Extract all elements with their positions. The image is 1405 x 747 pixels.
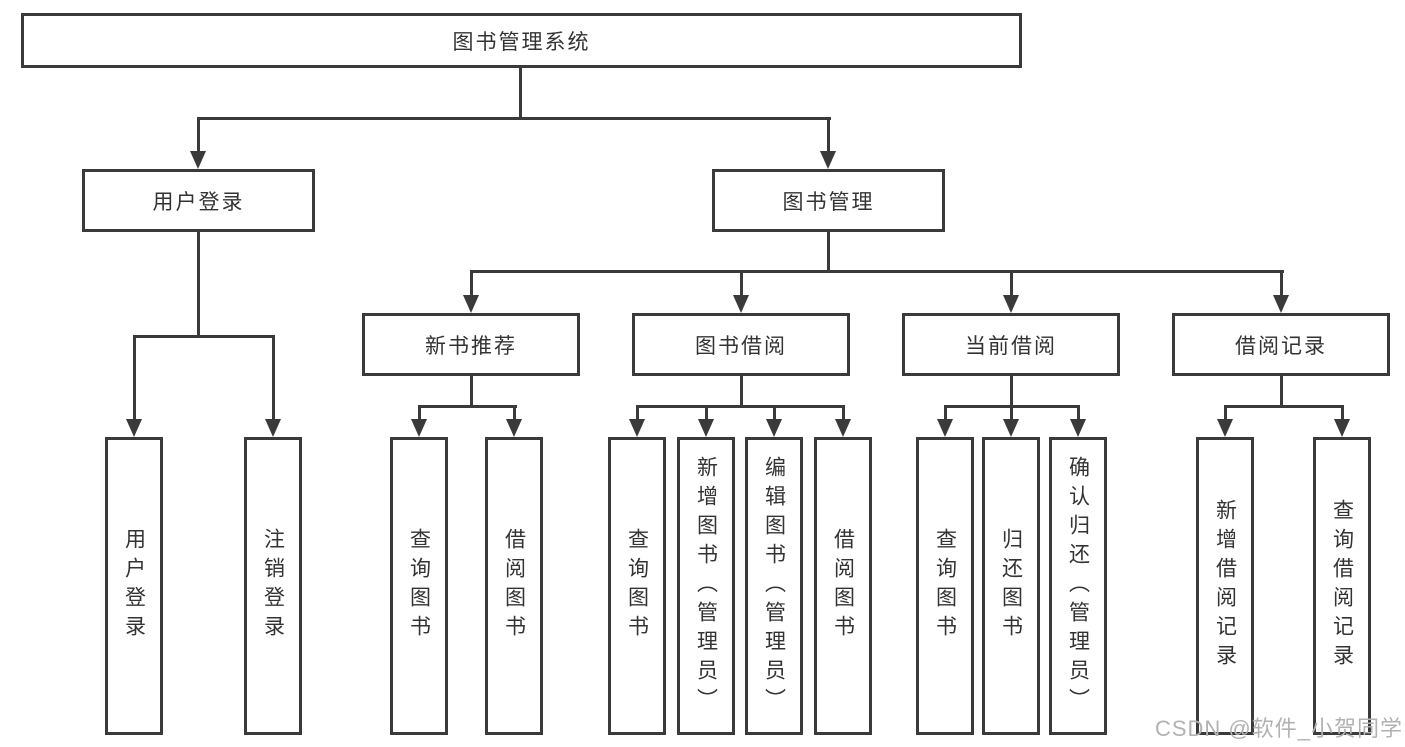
arrow-down-icon <box>463 295 479 313</box>
leaf-add-book-admin: 新增图书（管理员） <box>677 437 735 735</box>
node-label: 确认归还（管理员） <box>1066 455 1090 717</box>
connector-line <box>1280 376 1283 405</box>
leaf-user-login: 用户登录 <box>105 437 163 735</box>
node-label: 图书管理 <box>782 190 875 214</box>
node-book-borrow: 图书借阅 <box>632 313 850 376</box>
arrow-down-icon <box>265 419 281 437</box>
leaf-query-books-borrow: 查询图书 <box>608 437 666 735</box>
node-borrow-records: 借阅记录 <box>1172 313 1390 376</box>
arrow-down-icon <box>733 295 749 313</box>
connector-line <box>418 405 421 420</box>
node-label: 新增图书（管理员） <box>694 455 718 717</box>
node-user-login: 用户登录 <box>82 169 315 232</box>
connector-line <box>740 376 743 405</box>
node-label: 当前借阅 <box>965 334 1057 358</box>
connector-line <box>272 335 275 420</box>
arrow-down-icon <box>1070 419 1086 437</box>
connector-line <box>470 376 473 405</box>
arrow-down-icon <box>190 151 206 169</box>
node-label: 查询借阅记录 <box>1330 499 1354 673</box>
arrow-down-icon <box>411 419 427 437</box>
connector-line <box>1010 405 1013 420</box>
connector-line <box>133 335 275 338</box>
node-label: 新增借阅记录 <box>1213 499 1237 673</box>
node-current-borrow: 当前借阅 <box>902 313 1120 376</box>
connector-line <box>1010 270 1013 296</box>
leaf-query-borrow-record: 查询借阅记录 <box>1313 437 1371 735</box>
arrow-down-icon <box>766 419 782 437</box>
arrow-down-icon <box>1217 419 1233 437</box>
csdn-watermark: CSDN @软件_小贺同学 <box>1154 716 1403 741</box>
connector-line <box>740 270 743 296</box>
node-label: 新书推荐 <box>425 334 517 358</box>
connector-line <box>197 232 200 335</box>
leaf-query-books-recommend: 查询图书 <box>390 437 448 735</box>
connector-line <box>470 270 473 296</box>
connector-line <box>944 405 947 420</box>
node-label: 查询图书 <box>933 528 957 644</box>
node-label: 图书管理系统 <box>452 30 591 54</box>
connector-line <box>133 335 136 420</box>
node-new-book-recommend: 新书推荐 <box>362 313 580 376</box>
connector-line <box>1341 405 1344 420</box>
arrow-down-icon <box>1003 295 1019 313</box>
node-library-management-system: 图书管理系统 <box>21 13 1022 68</box>
connector-line <box>636 405 845 408</box>
node-label: 图书借阅 <box>695 334 787 358</box>
connector-line <box>1224 405 1227 420</box>
connector-line <box>773 405 776 420</box>
connector-line <box>197 117 831 120</box>
arrow-down-icon <box>820 151 836 169</box>
arrow-down-icon <box>126 419 142 437</box>
arrow-down-icon <box>1003 419 1019 437</box>
connector-line <box>705 405 708 420</box>
node-label: 借阅图书 <box>831 528 855 644</box>
arrow-down-icon <box>937 419 953 437</box>
connector-line <box>842 405 845 420</box>
arrow-down-icon <box>1273 295 1289 313</box>
connector-line <box>519 68 522 119</box>
node-label: 用户登录 <box>152 190 245 214</box>
connector-line <box>1010 376 1013 405</box>
connector-line <box>470 270 1284 273</box>
connector-line <box>513 405 516 420</box>
leaf-confirm-return-admin: 确认归还（管理员） <box>1049 437 1107 735</box>
node-label: 借阅图书 <box>502 528 526 644</box>
node-label: 查询图书 <box>625 528 649 644</box>
arrow-down-icon <box>629 419 645 437</box>
node-book-management: 图书管理 <box>712 169 945 232</box>
arrow-down-icon <box>835 419 851 437</box>
connector-line <box>636 405 639 420</box>
leaf-borrow-books-recommend: 借阅图书 <box>485 437 543 735</box>
node-label: 编辑图书（管理员） <box>762 455 786 717</box>
arrow-down-icon <box>1334 419 1350 437</box>
connector-line <box>1224 405 1344 408</box>
leaf-edit-book-admin: 编辑图书（管理员） <box>745 437 803 735</box>
arrow-down-icon <box>698 419 714 437</box>
connector-line <box>827 117 830 153</box>
leaf-logout-login: 注销登录 <box>244 437 302 735</box>
leaf-borrow-books: 借阅图书 <box>814 437 872 735</box>
node-label: 归还图书 <box>999 528 1023 644</box>
node-label: 查询图书 <box>407 528 431 644</box>
connector-line <box>1280 270 1283 296</box>
connector-line <box>197 117 200 153</box>
leaf-query-books-current: 查询图书 <box>916 437 974 735</box>
connector-line <box>1077 405 1080 420</box>
arrow-down-icon <box>506 419 522 437</box>
leaf-add-borrow-record: 新增借阅记录 <box>1196 437 1254 735</box>
connector-line <box>418 405 517 408</box>
node-label: 注销登录 <box>261 528 285 644</box>
connector-line <box>827 232 830 270</box>
node-label: 用户登录 <box>122 528 146 644</box>
node-label: 借阅记录 <box>1235 334 1327 358</box>
leaf-return-book: 归还图书 <box>982 437 1040 735</box>
